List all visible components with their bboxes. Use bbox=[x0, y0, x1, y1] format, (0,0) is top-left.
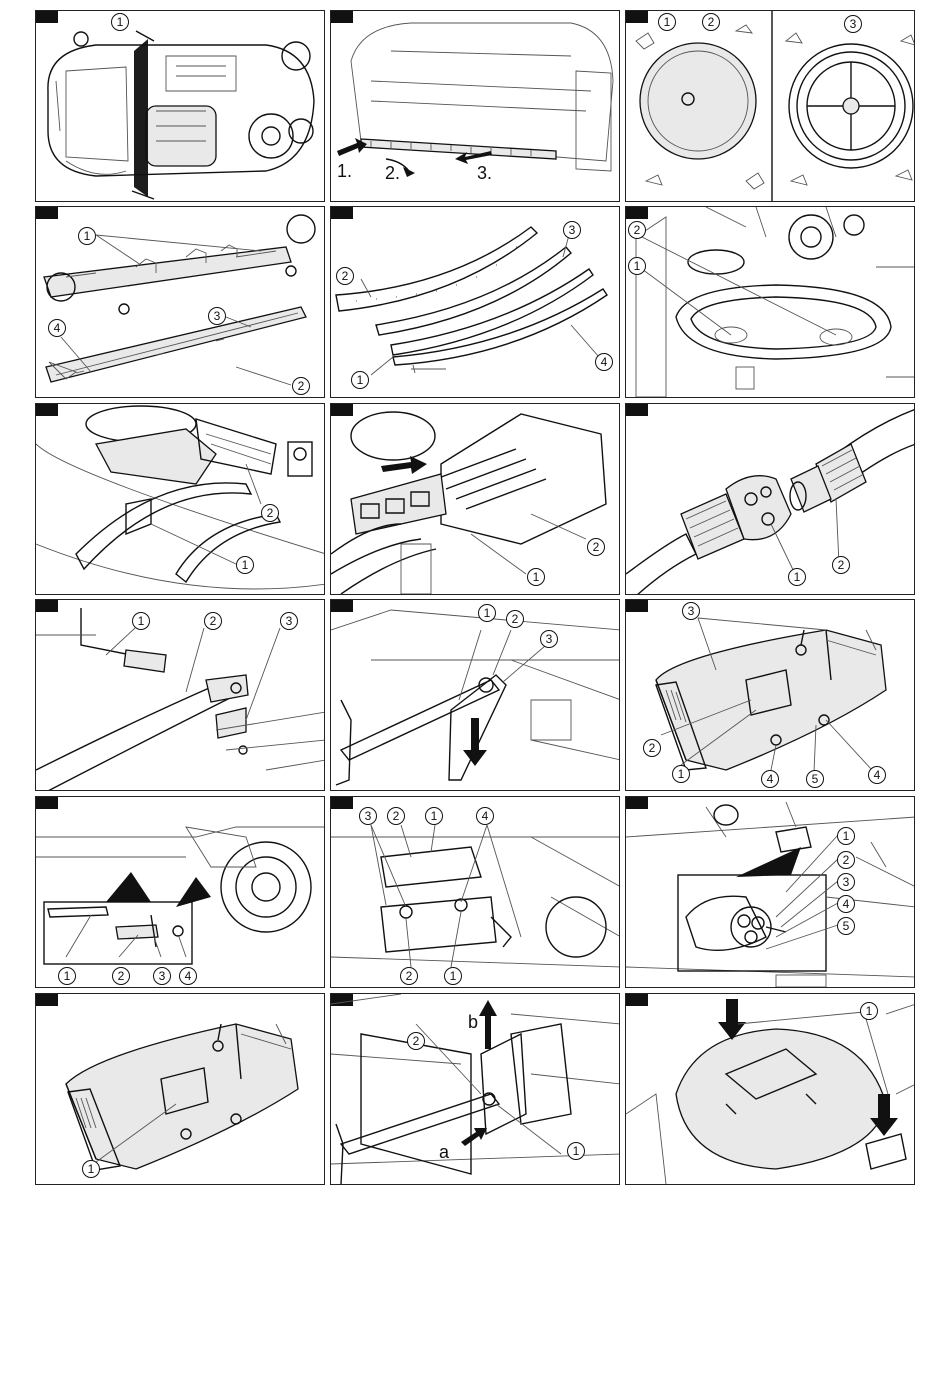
panel-16: 1 bbox=[35, 993, 325, 1185]
callout-1: 1 bbox=[672, 765, 690, 783]
battery-cover-drawing bbox=[36, 404, 325, 595]
callout-2: 2 bbox=[628, 221, 646, 239]
callout-1: 1 bbox=[132, 612, 150, 630]
panel-12: 3 2 1 4 5 4 bbox=[625, 599, 915, 791]
panel-4: 1 4 3 2 bbox=[35, 206, 325, 398]
callout-2: 2 bbox=[587, 538, 605, 556]
callout-4: 4 bbox=[837, 895, 855, 913]
brush-deck-mount-drawing bbox=[331, 797, 620, 988]
callout-2: 2 bbox=[643, 739, 661, 757]
callout-4: 4 bbox=[761, 770, 779, 788]
panel-5: 3 2 1 4 bbox=[330, 206, 620, 398]
callout-3: 3 bbox=[682, 602, 700, 620]
callout-1: 1 bbox=[628, 257, 646, 275]
panel-17: 2 1 b a bbox=[330, 993, 620, 1185]
callout-5: 5 bbox=[837, 917, 855, 935]
callout-4: 4 bbox=[595, 353, 613, 371]
tank-open-drawing bbox=[626, 207, 915, 398]
callout-3: 3 bbox=[153, 967, 171, 985]
lever-release-drawing bbox=[331, 600, 620, 791]
callout-1: 1 bbox=[658, 13, 676, 31]
callout-4: 4 bbox=[48, 319, 66, 337]
wheel-mount-drawing bbox=[36, 797, 325, 988]
callout-2: 2 bbox=[292, 377, 310, 395]
callout-1: 1 bbox=[82, 1160, 100, 1178]
callout-2: 2 bbox=[702, 13, 720, 31]
callout-2: 2 bbox=[204, 612, 222, 630]
callout-2: 2 bbox=[400, 967, 418, 985]
callout-1: 1 bbox=[860, 1002, 878, 1020]
callout-2: 2 bbox=[112, 967, 130, 985]
callout-1: 1 bbox=[111, 13, 129, 31]
callout-1: 1 bbox=[444, 967, 462, 985]
callout-2: 2 bbox=[506, 610, 524, 628]
direction-letter-b: b bbox=[468, 1012, 478, 1033]
panel-3: 1 2 3 bbox=[625, 10, 915, 202]
panel-14: 3 2 1 4 2 1 bbox=[330, 796, 620, 988]
step-1-label: 1. bbox=[337, 161, 352, 182]
callout-1: 1 bbox=[236, 556, 254, 574]
callout-3: 3 bbox=[563, 221, 581, 239]
callout-4: 4 bbox=[476, 807, 494, 825]
callout-2: 2 bbox=[387, 807, 405, 825]
callout-1: 1 bbox=[425, 807, 443, 825]
callout-3: 3 bbox=[540, 630, 558, 648]
callout-5: 5 bbox=[806, 770, 824, 788]
cover-press-drawing bbox=[626, 994, 915, 1185]
direction-letter-a: a bbox=[439, 1142, 449, 1163]
machine-top-view-drawing bbox=[36, 11, 325, 202]
callout-1: 1 bbox=[351, 371, 369, 389]
panel-11: 1 2 3 bbox=[330, 599, 620, 791]
panel-15: 1 2 3 4 5 bbox=[625, 796, 915, 988]
panel-1: 1 bbox=[35, 10, 325, 202]
panel-2: 1. 2. 3. bbox=[330, 10, 620, 202]
callout-1: 1 bbox=[58, 967, 76, 985]
panel-6: 2 1 bbox=[625, 206, 915, 398]
hose-coupling-drawing bbox=[626, 404, 915, 595]
brush-head-drawing bbox=[626, 600, 915, 791]
brush-head-assembled-drawing bbox=[36, 994, 325, 1185]
squeegee-removal-drawing bbox=[331, 11, 620, 202]
callout-3: 3 bbox=[844, 15, 862, 33]
tool-pin-drawing bbox=[36, 600, 325, 791]
callout-3: 3 bbox=[359, 807, 377, 825]
callout-1: 1 bbox=[78, 227, 96, 245]
callout-2: 2 bbox=[407, 1032, 425, 1050]
callout-2: 2 bbox=[336, 267, 354, 285]
filter-lid-drawing bbox=[626, 11, 915, 202]
callout-3: 3 bbox=[837, 873, 855, 891]
callout-4: 4 bbox=[868, 766, 886, 784]
nozzle-detail-drawing bbox=[626, 797, 915, 988]
panel-13: 1 2 3 4 bbox=[35, 796, 325, 988]
step-2-label: 2. bbox=[385, 163, 400, 184]
callout-3: 3 bbox=[208, 307, 226, 325]
callout-1: 1 bbox=[527, 568, 545, 586]
panel-7: 2 1 bbox=[35, 403, 325, 595]
callout-4: 4 bbox=[179, 967, 197, 985]
panel-9: 1 2 bbox=[625, 403, 915, 595]
panel-18: 1 bbox=[625, 993, 915, 1185]
callout-1: 1 bbox=[788, 568, 806, 586]
battery-connector-drawing bbox=[331, 404, 620, 595]
callout-2: 2 bbox=[832, 556, 850, 574]
callout-2: 2 bbox=[261, 504, 279, 522]
callout-1: 1 bbox=[567, 1142, 585, 1160]
callout-1: 1 bbox=[837, 827, 855, 845]
callout-3: 3 bbox=[280, 612, 298, 630]
callout-2: 2 bbox=[837, 851, 855, 869]
panel-8: 2 1 bbox=[330, 403, 620, 595]
step-3-label: 3. bbox=[477, 163, 492, 184]
callout-1: 1 bbox=[478, 604, 496, 622]
panel-10: 1 2 3 bbox=[35, 599, 325, 791]
